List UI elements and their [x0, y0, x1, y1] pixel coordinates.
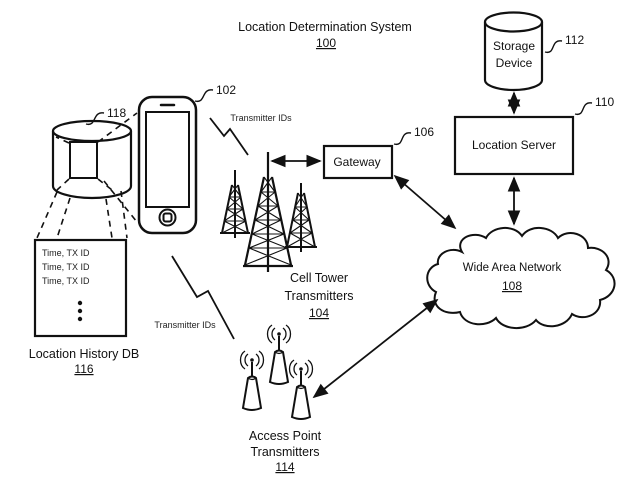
cell-towers-caption-line1: Cell Tower	[290, 271, 348, 285]
access-point-transmitter	[239, 350, 265, 411]
beacon-projection-rays	[36, 190, 128, 239]
access-points-ref: 114	[275, 460, 294, 474]
storage-label-line2: Device	[496, 56, 533, 70]
wireless-link-bottom	[171, 255, 235, 340]
cell-tower-middle	[243, 152, 293, 272]
gateway-ref: 106	[414, 125, 434, 139]
history-db-caption: Location History DB	[29, 347, 139, 361]
access-point-transmitter	[266, 324, 292, 385]
db-row: Time, TX ID	[42, 276, 90, 286]
gateway-ref-leader	[393, 132, 412, 146]
figure-title-ref: 100	[316, 36, 336, 50]
transmitter-ids-top-label: Transmitter IDs	[230, 113, 292, 123]
db-row: Time, TX ID	[42, 262, 90, 272]
transmitter-ids-bottom-label: Transmitter IDs	[154, 320, 216, 330]
storage-ref: 112	[565, 33, 584, 47]
access-points-caption-line1: Access Point	[249, 429, 322, 443]
gateway-box	[322, 144, 394, 180]
ellipsis-dot	[77, 300, 83, 306]
db-row: Time, TX ID	[42, 248, 90, 258]
ellipsis-dot	[77, 316, 83, 322]
storage-label-line1: Storage	[493, 39, 535, 53]
wireless-link-top	[209, 117, 249, 156]
wan-accesspoint-arrow	[312, 298, 439, 399]
cell-towers-ref: 104	[309, 306, 329, 320]
smartphone-ref-leader	[194, 89, 214, 103]
cell-towers-caption-line2: Transmitters	[285, 289, 354, 303]
location-server-box	[453, 115, 575, 176]
history-db-ref: 116	[74, 362, 93, 376]
wan-cloud	[426, 227, 616, 329]
location-server-ref: 110	[595, 95, 614, 109]
gateway-label: Gateway	[333, 155, 380, 169]
storage-cylinder: Storage Device	[483, 11, 544, 92]
cell-tower-right	[285, 183, 317, 252]
cell-tower-left	[220, 170, 250, 238]
beacon-ref-leader	[85, 112, 105, 126]
beacon-ref: 118	[107, 106, 126, 120]
access-point-transmitter	[288, 359, 314, 420]
location-server-ref-leader	[574, 102, 593, 116]
ellipsis-dot	[77, 308, 83, 314]
figure-title: Location Determination System	[238, 20, 412, 34]
wan-ref: 108	[502, 279, 522, 293]
storage-ref-leader	[544, 40, 563, 54]
history-db-box: Time, TX ID Time, TX ID Time, TX ID	[33, 238, 128, 338]
smartphone	[137, 95, 198, 235]
location-server-label: Location Server	[472, 138, 556, 152]
beacon-device	[51, 119, 133, 200]
gateway-wan-arrow	[393, 174, 457, 230]
beacon-to-phone-rays	[97, 112, 138, 223]
wan-label: Wide Area Network	[463, 262, 562, 274]
access-points-caption-line2: Transmitters	[251, 445, 320, 459]
smartphone-ref: 102	[216, 83, 236, 97]
